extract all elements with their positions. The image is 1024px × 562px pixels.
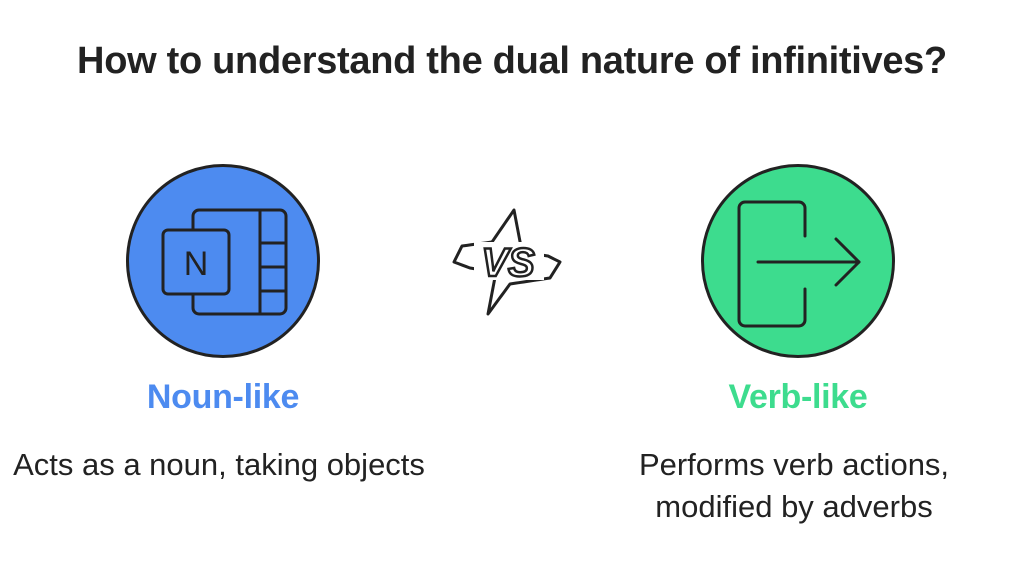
vs-label: VS bbox=[481, 241, 535, 285]
notebook-letter: N bbox=[184, 245, 209, 283]
page-title: How to understand the dual nature of inf… bbox=[77, 40, 947, 82]
vs-icon: VS bbox=[452, 208, 562, 316]
noun-like-description: Acts as a noun, taking objects bbox=[9, 444, 429, 486]
noun-like-heading: Noun-like bbox=[146, 378, 300, 416]
verb-like-description: Performs verb actions, modified by adver… bbox=[584, 444, 1004, 528]
verb-like-circle bbox=[701, 164, 895, 358]
verb-like-description-text: Performs verb actions, modified by adver… bbox=[638, 447, 950, 524]
noun-like-description-text: Acts as a noun, taking objects bbox=[13, 447, 425, 482]
notebook-icon: N bbox=[161, 208, 288, 316]
verb-like-heading: Verb-like bbox=[728, 378, 868, 416]
exit-arrow-icon bbox=[737, 200, 861, 328]
noun-like-circle: N bbox=[126, 164, 320, 358]
